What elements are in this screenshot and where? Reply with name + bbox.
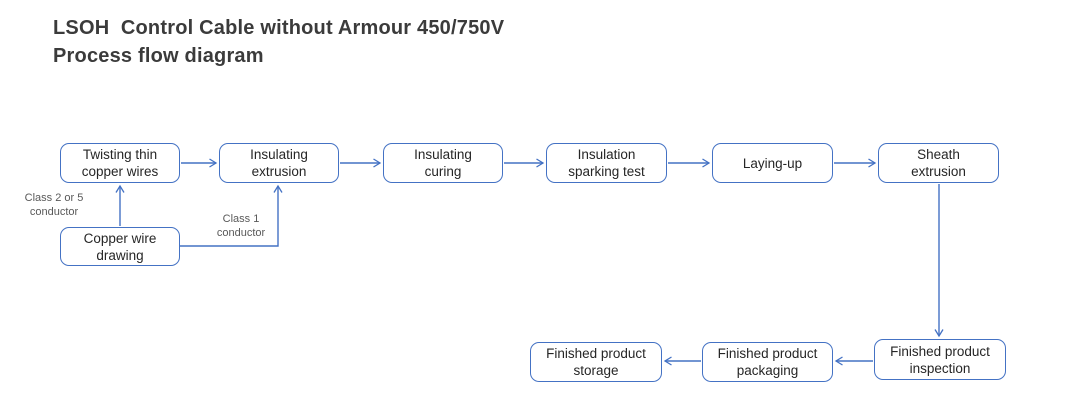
label-class-2-or-5-conductor: Class 2 or 5 conductor bbox=[24, 192, 84, 218]
title-line-1: LSOH Control Cable without Armour 450/75… bbox=[53, 17, 505, 39]
node-label: Copper wire drawing bbox=[83, 230, 157, 263]
node-label: Twisting thin copper wires bbox=[81, 147, 159, 179]
node-sheath-extrusion: Sheath extrusion bbox=[878, 143, 999, 183]
node-label: Insulating extrusion bbox=[250, 147, 308, 179]
node-label: Insulating curing bbox=[414, 147, 472, 179]
node-label: Insulation sparking test bbox=[568, 147, 645, 179]
node-twisting-thin-copper-wires: Twisting thin copper wires bbox=[60, 143, 180, 183]
node-finished-product-inspection: Finished product inspection bbox=[874, 339, 1006, 380]
title-line-2: Process flow diagram bbox=[53, 45, 264, 67]
node-finished-product-storage: Finished product storage bbox=[530, 342, 662, 382]
label-class-1-conductor: Class 1 conductor bbox=[216, 213, 266, 239]
node-laying-up: Laying-up bbox=[712, 143, 833, 183]
node-label: Finished product storage bbox=[546, 346, 646, 378]
node-copper-wire-drawing: Copper wire drawing bbox=[60, 227, 180, 266]
node-label: Laying-up bbox=[742, 155, 803, 171]
node-label: Sheath extrusion bbox=[911, 147, 966, 179]
node-label: Finished product inspection bbox=[890, 343, 990, 376]
node-label: Finished product packaging bbox=[717, 346, 818, 378]
node-insulation-sparking-test: Insulation sparking test bbox=[546, 143, 667, 183]
diagram-title: LSOH Control Cable without Armour 450/75… bbox=[53, 14, 504, 70]
node-insulating-curing: Insulating curing bbox=[383, 143, 503, 183]
node-insulating-extrusion: Insulating extrusion bbox=[219, 143, 339, 183]
node-finished-product-packaging: Finished product packaging bbox=[702, 342, 833, 382]
